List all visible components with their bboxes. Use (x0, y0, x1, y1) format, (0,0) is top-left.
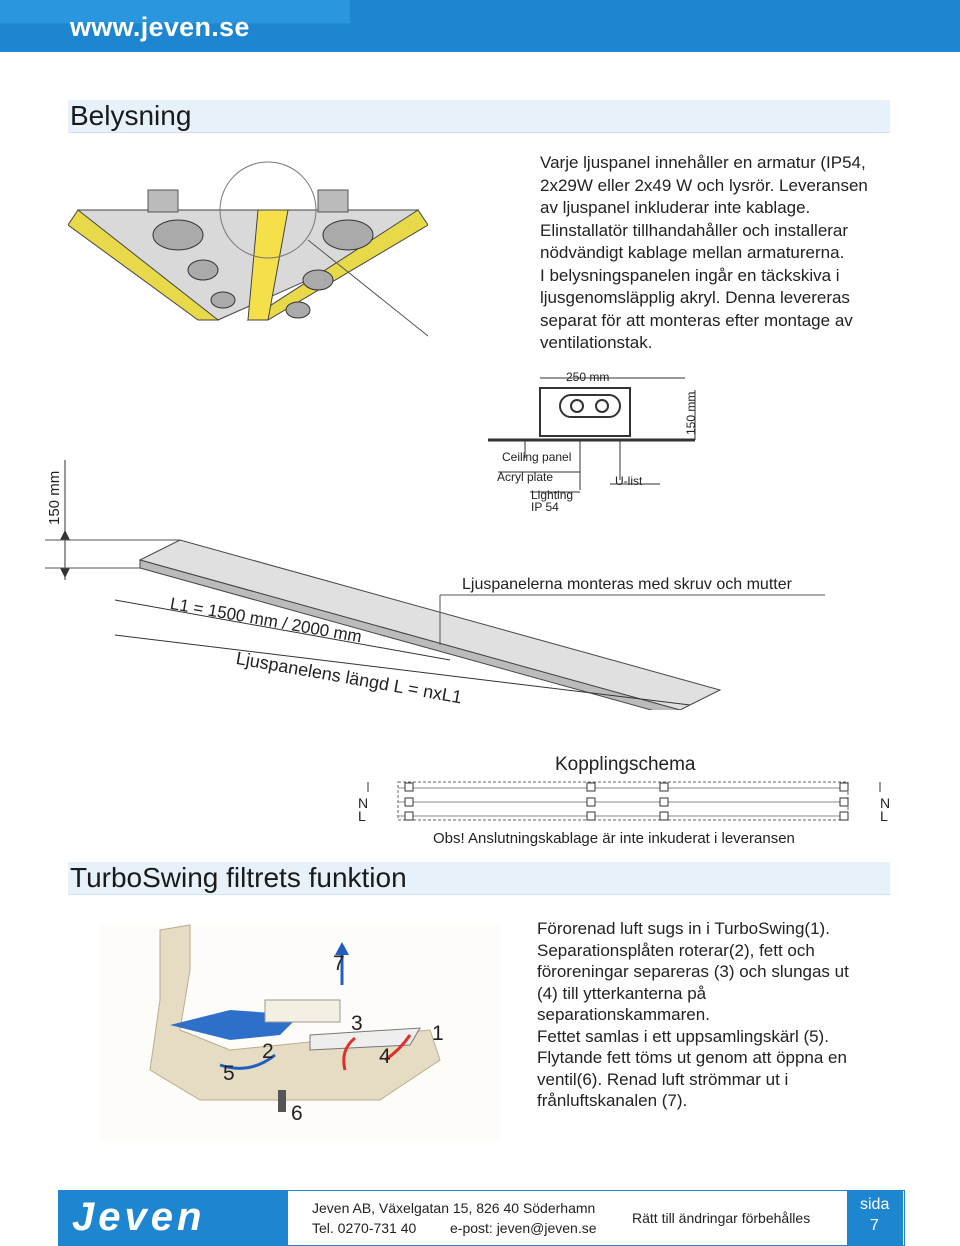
turbo-line: Flytande fett töms ut genom att öppna en (537, 1048, 847, 1067)
mount-label: Ljuspanelerna monteras med skruv och mut… (462, 576, 792, 593)
footer-address: Jeven AB, Växelgatan 15, 826 40 Söderham… (312, 1200, 596, 1216)
turbo-num-1: 1 (432, 1022, 444, 1045)
lighting-ip-label: IP 54 (531, 500, 559, 514)
footer-page-label: sida (860, 1196, 890, 1213)
wiring-title: Kopplingschema (555, 754, 696, 775)
lighting-label: Lighting (531, 488, 574, 502)
belysning-line: av ljuspanel inkluderar inte kablage. (540, 198, 811, 217)
panel-height-label: 150 mm (46, 470, 63, 525)
width-label: 250 mm (566, 370, 610, 384)
turbo-line: Fettet samlas i ett uppsamlingskärl (5). (537, 1026, 829, 1046)
site-url[interactable]: www.jeven.se (70, 12, 250, 42)
footer-page-box (847, 1190, 903, 1246)
section-title-turboswing: TurboSwing filtrets funktion (70, 862, 407, 893)
turbo-line: frånluftskanalen (7). (537, 1091, 688, 1110)
turbo-line: (4) till ytterkanterna på (537, 983, 707, 1003)
footer-logo-bg (58, 1190, 288, 1246)
footer-page-number: 7 (870, 1217, 879, 1234)
footer-tel: Tel. 0270-731 40 (312, 1220, 417, 1236)
turbo-line: separationskammaren. (537, 1005, 710, 1024)
turboswing-illustration (100, 924, 500, 1140)
ulist-label: U-list (615, 474, 643, 488)
belysning-text: Varje ljuspanel innehåller en armatur (I… (540, 152, 900, 355)
wiring-n-right: N (880, 795, 891, 811)
turbo-num-3: 3 (351, 1012, 363, 1035)
section-header-belysning (68, 100, 890, 133)
turbo-num-6: 6 (291, 1102, 303, 1125)
turboswing-text: Förorenad luft sugs in i TurboSwing(1). … (537, 918, 897, 1112)
turbo-line: ventil(6). Renad luft strömmar ut i (537, 1069, 789, 1089)
cross-section-diagram (488, 377, 696, 493)
belysning-line: Elinstallatör tillhandahåller och instal… (540, 220, 849, 240)
wiring-l-left: L (358, 808, 366, 824)
belysning-line: ventilationstak. (540, 333, 653, 352)
belysning-line: ljusgenomsläpplig akryl. Denna levereras (540, 288, 850, 307)
wiring-n-left: N (358, 795, 369, 811)
height-label: 150 mm (684, 391, 698, 435)
wiring-l-right: L (880, 808, 888, 824)
turbo-num-2: 2 (262, 1040, 274, 1063)
section-header-turboswing (68, 862, 890, 895)
belysning-line: separat för att monteras efter montage a… (540, 310, 853, 330)
wiring-note: Obs! Anslutningskablage är inte inkudera… (433, 830, 795, 847)
turbo-line: Separationsplåten roterar(2), fett och (537, 940, 815, 960)
turbo-line: föroreningar separeras (3) och slungas u… (537, 962, 849, 981)
turbo-num-4: 4 (379, 1045, 391, 1068)
acryl-plate-label: Acryl plate (497, 470, 554, 484)
section-title-belysning: Belysning (70, 100, 192, 131)
turbo-num-5: 5 (223, 1062, 235, 1085)
footer-logo[interactable]: Jeven (72, 1195, 206, 1239)
belysning-line: 2x29W eller 2x49 W och lysrör. Leveranse… (540, 175, 868, 195)
wiring-diagram (367, 781, 881, 821)
footer-rights: Rätt till ändringar förbehålles (632, 1210, 811, 1226)
belysning-line: nödvändigt kablage mellan armaturerna. (540, 243, 845, 262)
ceiling-illustration (68, 161, 428, 337)
header-accent (0, 0, 350, 24)
footer-email[interactable]: e-post: jeven@jeven.se (450, 1220, 597, 1236)
turbo-line: Förorenad luft sugs in i TurboSwing(1). (537, 919, 830, 938)
belysning-line: Varje ljuspanel innehåller en armatur (I… (540, 153, 866, 172)
belysning-line: I belysningspanelen ingår en täckskiva i (540, 265, 840, 285)
ceiling-panel-label: Ceiling panel (502, 450, 572, 464)
panel-length-diagram (45, 460, 825, 710)
turbo-num-7: 7 (333, 952, 345, 975)
